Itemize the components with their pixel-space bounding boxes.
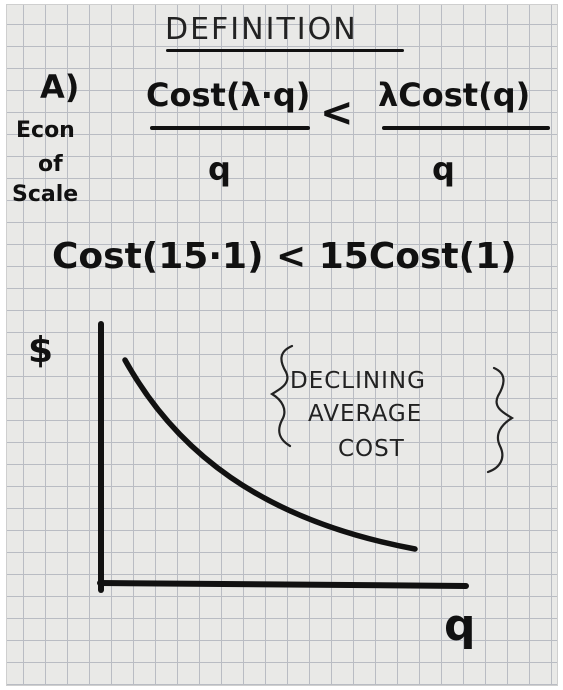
rhs-fraction-bar: [382, 126, 550, 130]
less-than-operator: <: [320, 90, 354, 136]
rhs-denominator: q: [432, 150, 455, 188]
annotation-line-3: COST: [338, 436, 405, 462]
side-label-line-2: of: [38, 152, 63, 177]
y-axis-label-dollar: $: [28, 330, 54, 371]
x-axis: [97, 580, 469, 589]
left-curly-brace: [269, 344, 294, 448]
lhs-numerator: Cost(λ·q): [146, 76, 311, 114]
annotation-line-2: AVERAGE: [308, 401, 423, 427]
side-label-line-1: Econ: [16, 118, 75, 143]
title-underline: [166, 49, 404, 52]
side-label-line-3: Scale: [12, 182, 79, 207]
lhs-fraction-bar: [150, 126, 310, 130]
annotation-line-1: DECLINING: [290, 368, 426, 394]
x-axis-label-q: q: [444, 600, 476, 651]
page-title: DEFINITION: [165, 12, 358, 47]
right-curly-brace: [486, 366, 515, 474]
rhs-numerator: λCost(q): [378, 76, 531, 114]
part-label: A): [40, 68, 80, 106]
declining-average-cost-curve: [122, 357, 418, 552]
lhs-denominator: q: [208, 150, 231, 188]
example-inequality: Cost(15·1) < 15Cost(1): [52, 236, 517, 277]
